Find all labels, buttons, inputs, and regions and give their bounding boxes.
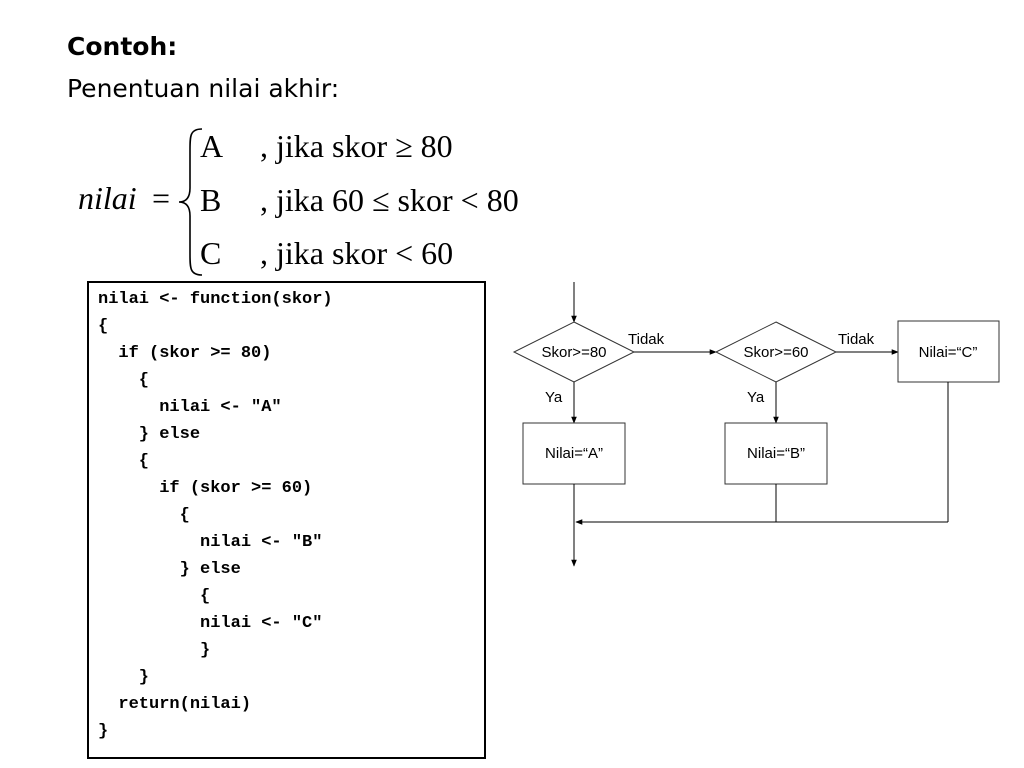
code-line: nilai <- "B": [98, 533, 323, 552]
slide-heading: Contoh:: [67, 32, 178, 61]
curly-brace-icon: [178, 128, 203, 276]
case-grade: A: [200, 128, 224, 164]
formula-equals: =: [152, 180, 171, 216]
case-grade: C: [200, 235, 222, 271]
no-label-1: Tidak: [628, 331, 665, 348]
code-line: {: [98, 452, 150, 471]
formula-case-a: A , jika skor ≥ 80: [200, 128, 453, 239]
case-grade: B: [200, 182, 222, 218]
formula-case-b: B , jika 60 ≤ skor < 80: [200, 182, 519, 293]
case-condition: , jika skor ≥ 80: [260, 128, 453, 164]
decision-1-label: Skor>=80: [541, 344, 606, 361]
code-line: }: [98, 668, 150, 687]
code-line: } else: [98, 560, 241, 579]
code-line: if (skor >= 80): [98, 344, 272, 363]
case-condition: , jika 60 ≤ skor < 80: [260, 182, 519, 218]
code-line: nilai <- "C": [98, 614, 323, 633]
code-line: {: [98, 317, 109, 336]
box-c: [897, 320, 1000, 383]
box-b-label: Nilai=“B”: [747, 445, 805, 462]
yes-label-1: Ya: [545, 389, 563, 406]
code-line: nilai <- function(skor): [98, 290, 333, 309]
case-condition: , jika skor < 60: [260, 235, 454, 271]
code-line: {: [98, 506, 190, 525]
code-line: {: [98, 371, 150, 390]
code-line: } else: [98, 425, 201, 444]
no-label-2: Tidak: [838, 331, 875, 348]
box-a-label: Nilai=“A”: [545, 445, 603, 462]
code-line: return(nilai): [98, 695, 252, 714]
box-c-label: Nilai=“C”: [919, 344, 978, 361]
formula-case-c: C , jika skor < 60: [200, 235, 453, 346]
formula-lhs: nilai: [78, 180, 137, 216]
decision-2-label: Skor>=60: [743, 344, 808, 361]
code-block: nilai <- function(skor) { if (skor >= 80…: [87, 281, 486, 759]
code-line: {: [98, 587, 211, 606]
slide-subheading: Penentuan nilai akhir:: [67, 74, 340, 103]
yes-label-2: Ya: [747, 389, 765, 406]
code-line: nilai <- "A": [98, 398, 282, 417]
code-line: }: [98, 641, 211, 660]
code-line: }: [98, 722, 109, 741]
code-line: if (skor >= 60): [98, 479, 313, 498]
